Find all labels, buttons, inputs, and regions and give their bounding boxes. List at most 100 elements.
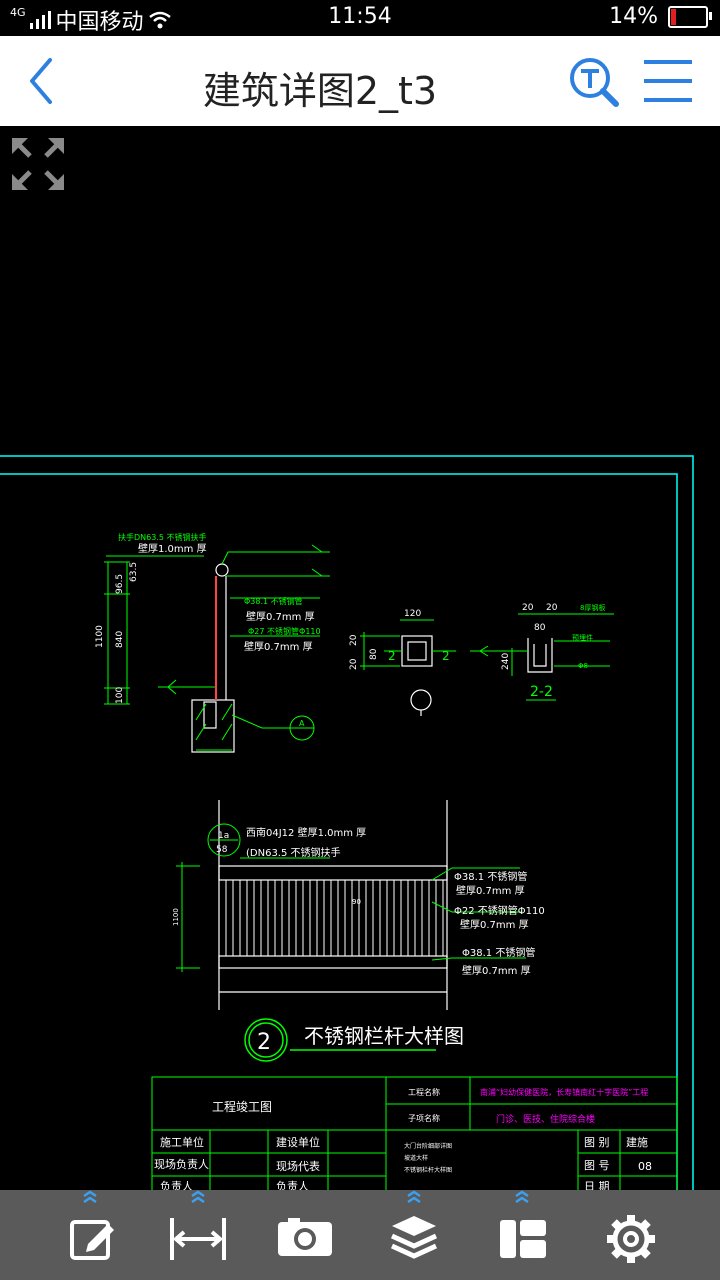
- edit-button[interactable]: [52, 1190, 132, 1280]
- clock: 11:54: [328, 4, 392, 29]
- layout-icon: [500, 1190, 546, 1258]
- tb-type-value: 建施: [626, 1135, 648, 1149]
- camera-icon: [278, 1218, 332, 1256]
- anno-embed: 预埋件: [572, 633, 593, 642]
- anno-bottom-6: Φ38.1 不锈钢管: [462, 946, 535, 959]
- dim-240: 240: [501, 653, 511, 670]
- measure-button[interactable]: [158, 1190, 238, 1280]
- edit-icon: [70, 1190, 114, 1260]
- dim-1100: 1100: [95, 625, 105, 648]
- anno-top-5: 壁厚0.7mm 厚: [244, 640, 313, 653]
- detail-title: 不锈钢栏杆大样图: [304, 1024, 464, 1048]
- section-mark-left: 2: [388, 649, 396, 663]
- layout-button[interactable]: [482, 1190, 562, 1280]
- tb-item-value: 门诊、医技、住院综合楼: [496, 1113, 595, 1125]
- section-2-2-label: 2-2: [530, 684, 553, 700]
- tb-row1-right: 现场代表: [276, 1159, 320, 1173]
- tb-stamp: 工程竣工图: [212, 1099, 272, 1114]
- dim-840: 840: [115, 631, 125, 648]
- detail-index-bottom: 58: [216, 845, 228, 855]
- anno-bottom-2: Φ38.1 不锈钢管: [454, 870, 527, 883]
- dim-20d: 20: [546, 603, 558, 613]
- title-block: [151, 1076, 678, 1190]
- dim-96-5: 96.5: [115, 574, 125, 594]
- tb-row2-left: 负责人: [160, 1179, 193, 1190]
- tb-project-value: 南浦“妇幼保健医院，长寿镇南红十字医院”工程: [480, 1087, 648, 1097]
- dim-20c: 20: [522, 603, 534, 613]
- tb-row1-left: 现场负责人: [154, 1157, 209, 1171]
- status-left: 4G 中国移动: [10, 4, 172, 36]
- signal-icon: [29, 11, 51, 29]
- anno-top-0: 扶手DN63.5 不锈钢扶手: [118, 532, 207, 542]
- status-right: 14%: [609, 4, 712, 29]
- anno-steel-plate: 8厚钢板: [580, 603, 605, 612]
- anno-bottom-5: 壁厚0.7mm 厚: [460, 918, 529, 931]
- dim-20a: 20: [349, 634, 359, 646]
- anno-bottom-3: 壁厚0.7mm 厚: [456, 884, 525, 897]
- leader-lines: [104, 544, 330, 741]
- network-type: 4G: [10, 5, 26, 19]
- sheet-border: [0, 455, 694, 1190]
- back-button[interactable]: [22, 56, 62, 106]
- tb-note-0: 大门台阶细部详图: [404, 1142, 452, 1150]
- railing-balusters: [225, 880, 444, 956]
- battery-percent: 14%: [609, 4, 658, 29]
- camera-button[interactable]: [264, 1190, 344, 1280]
- dim-20b: 20: [349, 658, 359, 670]
- dim-80: 80: [369, 648, 379, 660]
- dim-80b: 80: [534, 623, 546, 633]
- tb-row0-right: 建设单位: [276, 1135, 320, 1149]
- anno-phi8: Φ8: [578, 662, 588, 670]
- section-2-2-detail: [527, 638, 553, 673]
- tb-date-label: 日 期: [584, 1180, 610, 1190]
- status-bar: 4G 中国移动 11:54 14%: [0, 0, 720, 36]
- chevron-left-icon: [30, 58, 52, 104]
- dim-63-5: 63.5: [129, 562, 139, 582]
- menu-button[interactable]: [642, 58, 694, 104]
- railing-elevation: [218, 800, 448, 1010]
- anno-top-3: 壁厚0.7mm 厚: [246, 610, 315, 623]
- drawing-canvas[interactable]: 扶手DN63.5 不锈钢扶手 壁厚1.0mm 厚 Φ38.1 不锈钢管 壁厚0.…: [0, 126, 720, 1190]
- layers-button[interactable]: [374, 1190, 454, 1280]
- tb-note-2: 不锈钢栏杆大样图: [404, 1166, 452, 1174]
- dim-100: 100: [115, 687, 125, 704]
- detail-title-marker: [244, 1018, 436, 1062]
- measure-icon: [170, 1190, 226, 1260]
- carrier-name: 中国移动: [55, 10, 144, 35]
- detail-number: 2: [257, 1030, 271, 1055]
- anno-bottom-7: 壁厚0.7mm 厚: [462, 964, 531, 977]
- tb-item-label: 子项名称: [408, 1113, 440, 1123]
- battery-icon: [668, 5, 712, 28]
- fullscreen-icon: [12, 138, 64, 190]
- tb-project-label: 工程名称: [408, 1087, 440, 1097]
- tb-row0-left: 施工单位: [160, 1135, 204, 1149]
- fullscreen-button[interactable]: [10, 136, 66, 192]
- anno-bottom-1: (DN63.5 不锈钢扶手: [246, 846, 341, 859]
- anno-top-2: Φ38.1 不锈钢管: [244, 596, 303, 606]
- layers-icon: [390, 1190, 438, 1259]
- tb-type-label: 图 别: [584, 1136, 610, 1149]
- detail-index-top: 1a: [218, 831, 229, 841]
- post-plan-detail: [401, 635, 433, 716]
- cad-drawing: 扶手DN63.5 不锈钢扶手 壁厚1.0mm 厚 Φ38.1 不锈钢管 壁厚0.…: [0, 455, 694, 1190]
- tb-no-label: 图 号: [584, 1159, 610, 1172]
- concrete-hatch: [195, 703, 233, 751]
- anno-top-4: Φ27 不锈钢管Φ110: [248, 626, 321, 636]
- railing-section-detail: [191, 563, 235, 753]
- text-search-icon: [570, 58, 619, 107]
- settings-button[interactable]: [590, 1190, 670, 1280]
- wifi-icon: [148, 11, 171, 29]
- section-mark-right: 2: [442, 649, 450, 663]
- bottom-toolbar: [0, 1190, 720, 1280]
- anno-bottom-4: Φ22 不锈钢管Φ110: [454, 904, 545, 917]
- anno-bottom-0: 西南04J12 壁厚1.0mm 厚: [246, 826, 366, 839]
- header-bar: 建筑详图2_t3: [0, 36, 720, 126]
- gear-icon: [607, 1215, 655, 1263]
- mid-label: 90: [352, 898, 361, 906]
- tb-note-1: 坡道大样: [404, 1154, 428, 1162]
- text-search-button[interactable]: [568, 56, 620, 108]
- tb-row2-right: 负责人: [276, 1179, 309, 1190]
- dim-120: 120: [404, 609, 421, 619]
- hamburger-menu-icon: [644, 60, 692, 102]
- anno-top-1: 壁厚1.0mm 厚: [138, 542, 207, 555]
